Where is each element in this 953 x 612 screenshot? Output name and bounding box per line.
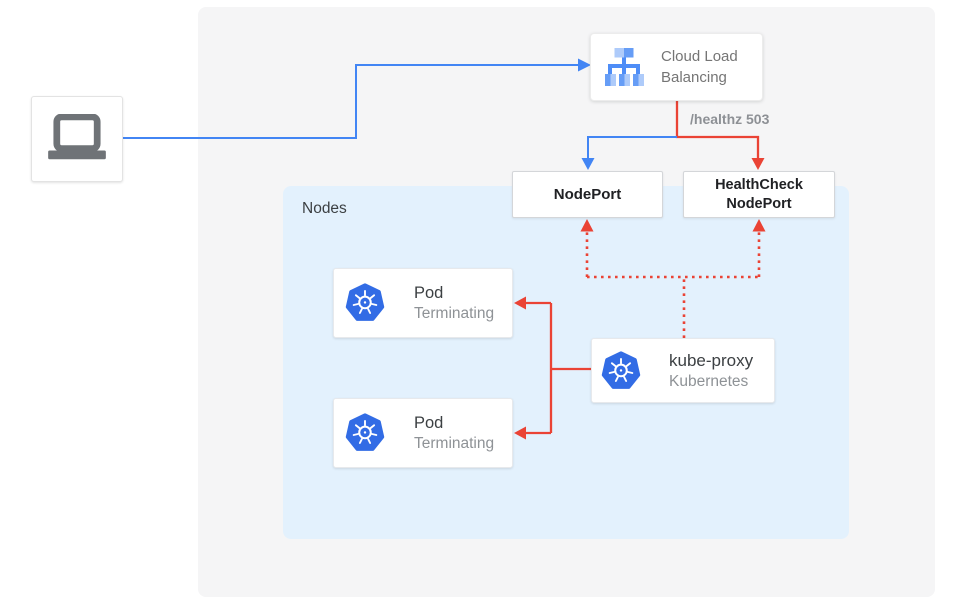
kubernetes-icon xyxy=(345,283,385,321)
pod-1-title: Pod xyxy=(414,284,444,302)
nodes-panel-label: Nodes xyxy=(302,200,347,217)
pod-node-1: Pod Terminating xyxy=(333,268,513,338)
kubernetes-icon xyxy=(601,350,641,389)
pod-node-2: Pod Terminating xyxy=(333,398,513,468)
healthcheck-nodeport-label: HealthCheck NodePort xyxy=(715,176,803,214)
cloud-load-balancing-icon xyxy=(605,48,644,86)
laptop-icon xyxy=(48,114,106,160)
nodeport-node: NodePort xyxy=(512,171,663,218)
healthcheck-nodeport-label-line1: HealthCheck xyxy=(715,176,803,193)
kube-proxy-subtitle: Kubernetes xyxy=(669,372,749,390)
kubernetes-icon xyxy=(345,413,385,451)
pod-2-status: Terminating xyxy=(414,435,495,452)
cloud-load-balancing-label-line1: Cloud Load xyxy=(661,48,738,65)
cloud-load-balancing-node: Cloud Load Balancing xyxy=(590,33,763,101)
healthcheck-nodeport-label-line2: NodePort xyxy=(726,195,792,212)
nodeport-label: NodePort xyxy=(553,186,622,203)
kube-proxy-node: kube-proxy Kubernetes xyxy=(591,338,775,403)
kube-proxy-text: kube-proxy Kubernetes xyxy=(669,350,753,392)
pod-1-text: Pod Terminating xyxy=(414,282,494,324)
healthcheck-nodeport-node: HealthCheck NodePort xyxy=(683,171,835,218)
pod-2-text: Pod Terminating xyxy=(414,412,494,454)
pod-1-status: Terminating xyxy=(414,305,495,322)
healthz-status-label: /healthz 503 xyxy=(690,111,770,127)
cloud-load-balancing-label-line2: Balancing xyxy=(661,69,727,86)
kube-proxy-title: kube-proxy xyxy=(669,350,754,370)
cloud-load-balancing-label: Cloud Load Balancing xyxy=(661,46,738,88)
pod-2-title: Pod xyxy=(414,414,444,432)
client-node xyxy=(31,96,123,182)
